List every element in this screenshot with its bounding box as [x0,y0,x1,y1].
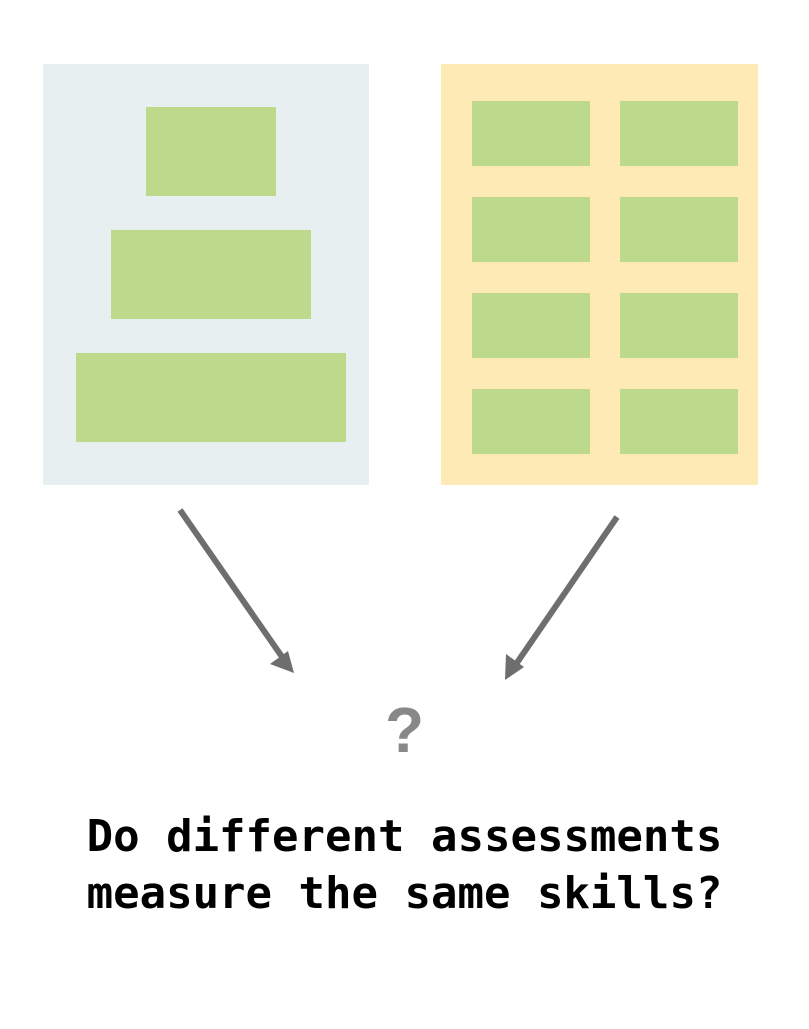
left-arrowhead-icon [270,651,294,673]
left-assessment-panel [43,64,369,485]
pyramid-block-bottom [76,353,346,442]
pyramid-block-middle [111,230,311,319]
right-arrow [505,515,620,680]
grid-block [472,197,590,262]
grid-block [472,293,590,358]
grid-block [472,101,590,166]
grid-block [620,293,738,358]
right-assessment-panel [441,64,758,485]
grid-block [620,101,738,166]
grid-block [620,389,738,454]
left-arrow [177,508,294,673]
grid-block [620,197,738,262]
caption-line-1: Do different assessments [86,811,723,862]
caption-line-2: measure the same skills? [86,868,723,919]
caption: Do different assessments measure the sam… [0,808,809,922]
grid-block [472,389,590,454]
right-arrowhead-icon [505,654,524,680]
pyramid-block-top [146,107,276,196]
question-mark: ? [384,694,425,766]
